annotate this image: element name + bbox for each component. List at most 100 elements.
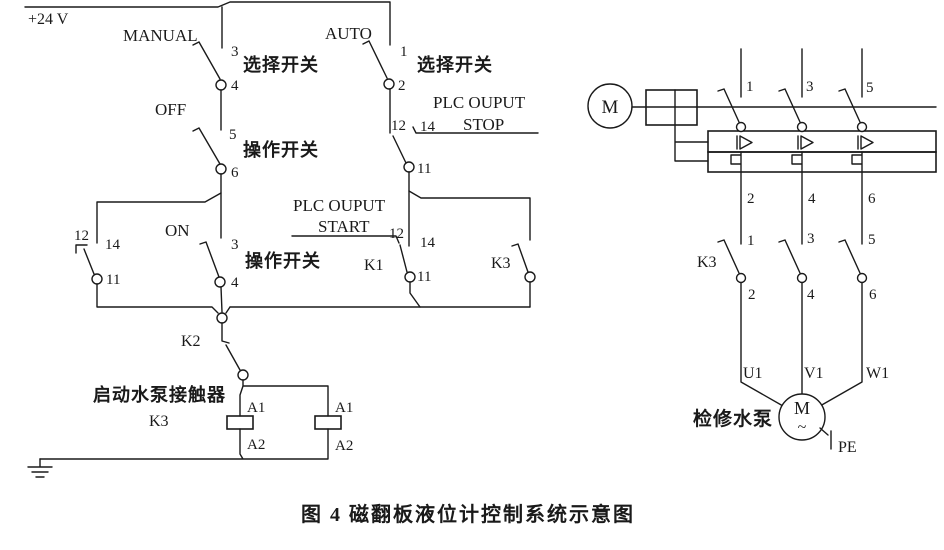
motor-wave-symbol: ~ [798,419,807,436]
pole3-thermal-symbol [851,151,863,245]
breaker-in-5: 5 [866,80,874,96]
feedback-contact-terminal-circle [91,273,103,285]
motor-terminal-u1: U1 [743,365,763,382]
pump-label: 检修水泵 [693,407,773,430]
motor-letter: M [794,398,810,418]
plc-output-start-title: PLC OUPUT [293,196,386,215]
k3-pole2-circle [796,272,808,284]
k3-pole3-blade [838,239,861,274]
motor-circle [778,393,826,441]
k3-pole3-out-wire [819,282,863,407]
pole3-terminal-circle [856,121,868,133]
pe-wire [819,427,832,450]
operator-letter: M [602,97,619,118]
start-terminal-12: 12 [389,226,404,242]
k3-in-3: 3 [807,231,815,247]
operator-circle [587,83,633,129]
k3-pole1-circle [735,272,747,284]
k2-junction-circle [216,312,228,324]
coil-right-a2: A2 [335,438,353,454]
k2-contact-label: K2 [181,333,201,350]
k2-terminal-circle [237,369,249,381]
on-switch-blade [199,241,220,278]
stop-terminal-11: 11 [417,161,431,177]
k3-pole3-circle [856,272,868,284]
plc-output-start-subtitle: START [318,217,370,236]
operation-switch-label-upper: 操作开关 [243,139,319,160]
k2-contact-blade [221,322,241,371]
pole1-magnetic-symbol [736,135,753,150]
k3-in-1: 1 [747,233,755,249]
start-terminal12-wire [291,235,400,244]
breaker-in-3: 3 [806,79,814,95]
pole1-thermal-symbol [730,151,742,245]
pole2-magnetic-symbol [797,135,814,150]
off-label: OFF [155,100,186,119]
breaker-out-6: 6 [868,191,876,207]
plc-output-stop-subtitle: STOP [463,115,504,134]
breaker-out-2: 2 [747,191,755,207]
k3-pole2-blade [778,239,801,274]
on-label: ON [165,221,190,240]
k3-out-6: 6 [869,287,877,303]
auto-label: AUTO [325,24,372,43]
coil-left-a2: A2 [247,437,265,453]
operator-box [645,89,698,126]
breaker-in-1: 1 [746,79,754,95]
pole2-blade [778,88,801,123]
motor-terminal-v1: V1 [804,365,824,382]
k1-relay-label: K1 [364,257,384,274]
auto-terminal-1: 1 [400,44,408,60]
k3-out-4: 4 [807,287,815,303]
ground-symbol [27,458,53,478]
k3-pole1-out-wire [740,282,784,407]
pole2-terminal-circle [796,121,808,133]
auto-terminal-2: 2 [398,78,406,94]
feedback-contact-blade [83,248,95,275]
stop-contact-blade [392,135,407,164]
k3-contactor-label: K3 [697,254,717,271]
thermal-trip-box [707,151,937,173]
k3-pole1-blade [717,239,740,274]
breaker-out-4: 4 [808,191,816,207]
auto-switch-terminal-circle [383,78,395,90]
pole2-thermal-symbol [791,151,803,245]
pe-label: PE [838,439,857,456]
on-switch-terminal-circle [214,276,226,288]
coil-right-symbol [314,415,342,430]
coil-left-a1: A1 [247,400,265,416]
feedback-terminal-14: 14 [105,237,121,253]
manual-label: MANUAL [123,26,198,45]
feedback-terminal12-tick [75,244,88,254]
on-terminal-4: 4 [231,275,239,291]
stop-contact-terminal-circle [403,161,415,173]
pole3-blade [838,88,861,123]
stop-terminal14-wire [412,126,539,134]
k3-in-5: 5 [868,232,876,248]
start-terminal-14: 14 [420,235,436,251]
manual-switch-terminal-circle [215,79,227,91]
coil-branch-wire [239,379,329,417]
feedback-terminal-11: 11 [106,272,120,288]
start-down-wire [409,281,421,308]
on-terminal-3: 3 [231,237,239,253]
pole3-magnetic-symbol [857,135,874,150]
auto-switch-blade [362,40,388,79]
start-contact-blade [399,244,408,273]
off-switch-terminal-circle [215,163,227,175]
contactor-name: K3 [149,413,169,430]
power-circuit: M 1 3 5 2 4 6 K3 1 3 5 2 4 6 U1 V1 W1 检修… [587,48,937,456]
motor-terminal-w1: W1 [866,365,889,382]
figure-caption: 图 4 磁翻板液位计控制系统示意图 [301,502,635,526]
start-terminal-11: 11 [417,269,431,285]
magnetic-trip-box [707,130,937,153]
feedback-down-rail-wire [96,283,219,314]
selector-switch-label-right: 选择开关 [417,54,493,75]
coil-right-a1: A1 [335,400,353,416]
pole1-terminal-circle [735,121,747,133]
off-terminal-6: 6 [231,165,239,181]
pole1-blade [717,88,740,123]
manual-terminal-3: 3 [231,44,239,60]
